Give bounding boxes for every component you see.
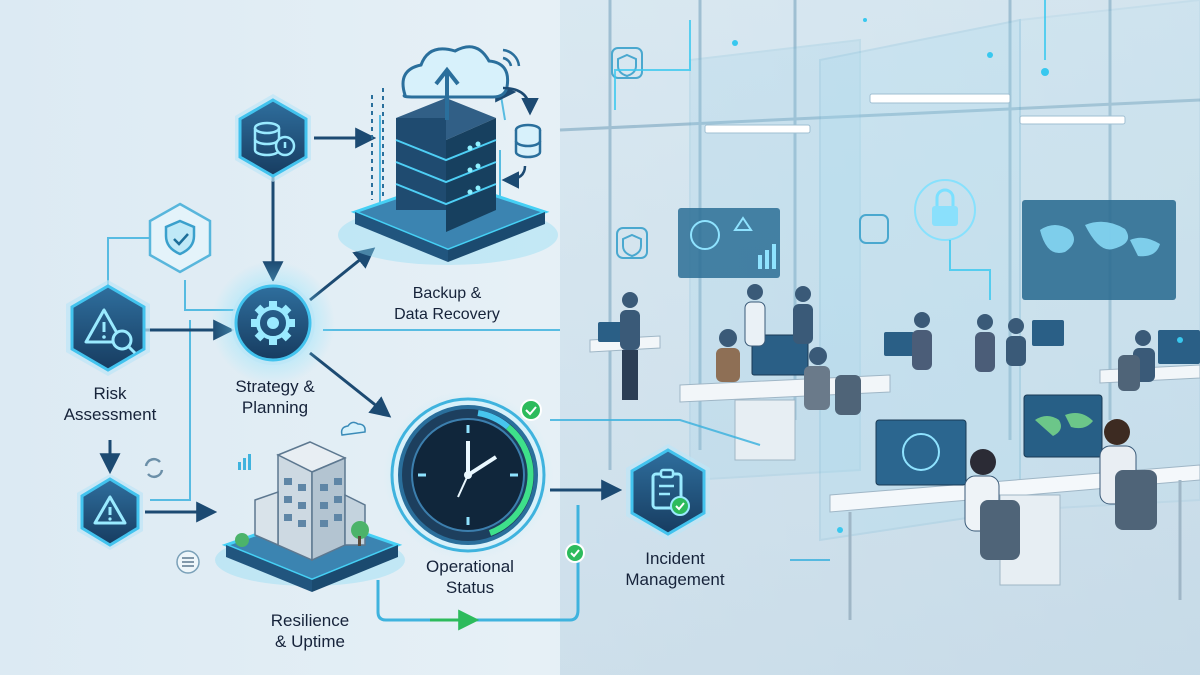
warning-search-icon (66, 280, 150, 376)
floating-shield-icons (611, 47, 889, 259)
office-monitors (598, 320, 1200, 486)
world-map-icon (1022, 200, 1176, 300)
database-alert-icon (235, 94, 311, 182)
wall-screen-left (678, 208, 780, 278)
label-resilience-uptime: Resilience & Uptime (270, 611, 350, 651)
network-dots (732, 18, 1183, 533)
warning-icon (77, 474, 143, 550)
lock-icon (914, 179, 976, 241)
wifi-icon (502, 48, 521, 67)
analytics-icon (238, 454, 251, 470)
label-strategy-planning: Strategy & Planning (235, 377, 315, 417)
cloud-icon (401, 45, 510, 120)
cloud-small-icon (340, 421, 366, 436)
gear-icon (211, 261, 335, 385)
label-operational-status: Operational Status (426, 557, 514, 597)
label-risk-assessment: Risk Assessment (63, 384, 157, 424)
building-icon (176, 421, 405, 592)
cloud-server-icon (338, 45, 558, 265)
label-incident-management: Incident Management (625, 549, 725, 589)
office-scene (559, 0, 1200, 675)
clock-icon (383, 390, 553, 560)
status-path (376, 505, 580, 631)
clipboard-check-icon (626, 444, 710, 540)
ceiling-lights (704, 93, 1126, 134)
office-people (620, 284, 1155, 532)
office-chairs (835, 355, 1157, 560)
label-backup-data-recovery: Backup & Data Recovery (394, 285, 500, 323)
network-lines (614, 0, 1046, 300)
status-check-icon (565, 543, 585, 563)
tree-icon (235, 521, 369, 547)
refresh-icon (144, 457, 164, 479)
shield-check-icon (148, 202, 212, 274)
database-icon (514, 123, 542, 159)
list-icon (176, 550, 200, 574)
